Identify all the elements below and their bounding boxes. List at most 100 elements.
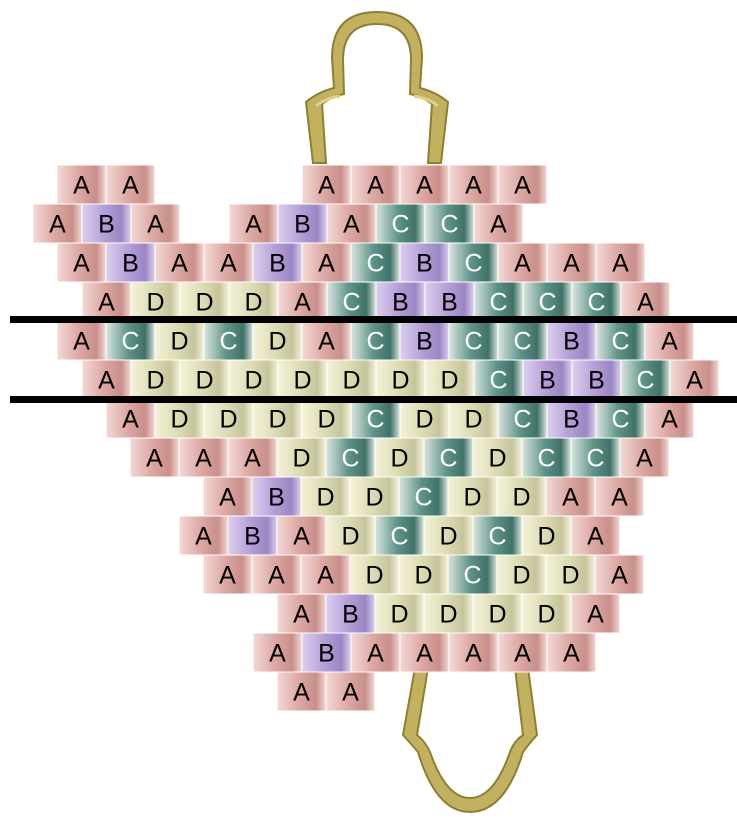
bead-d: D xyxy=(497,477,546,516)
bead-label: C xyxy=(464,250,482,278)
bead-label: B xyxy=(294,211,311,239)
bead-label: A xyxy=(73,328,90,356)
bead-label: A xyxy=(416,640,433,668)
bead-c: C xyxy=(473,516,522,555)
bead-c: C xyxy=(474,282,523,321)
bead-b: B xyxy=(547,399,596,438)
bead-d: D xyxy=(522,516,571,555)
bead-a: A xyxy=(327,204,376,243)
bead-a: A xyxy=(131,204,180,243)
bead-d: D xyxy=(155,399,204,438)
bead-c: C xyxy=(621,360,670,399)
bead-a: A xyxy=(278,282,327,321)
bead-c: C xyxy=(522,438,571,477)
bead-a: A xyxy=(301,555,350,594)
bead-label: D xyxy=(414,562,432,590)
bead-a: A xyxy=(546,477,595,516)
bead-label: C xyxy=(121,328,139,356)
bead-label: C xyxy=(611,406,629,434)
bead-d: D xyxy=(399,555,448,594)
bead-c: C xyxy=(498,399,547,438)
bead-d: D xyxy=(375,594,424,633)
bead-d: D xyxy=(253,399,302,438)
bead-label: D xyxy=(244,367,262,395)
bead-label: D xyxy=(390,445,408,473)
bead-b: B xyxy=(106,243,155,282)
bead-a: A xyxy=(277,672,326,711)
bead-a: A xyxy=(621,282,670,321)
bead-label: D xyxy=(293,367,311,395)
bead-label: D xyxy=(316,484,334,512)
bead-label: C xyxy=(611,328,629,356)
bead-label: D xyxy=(219,406,237,434)
bead-a: A xyxy=(229,204,278,243)
bead-label: D xyxy=(512,562,530,590)
bead-label: A xyxy=(219,562,236,590)
bead-label: D xyxy=(170,328,188,356)
bead-d: D xyxy=(229,282,278,321)
bead-b: B xyxy=(228,516,277,555)
bead-label: A xyxy=(220,250,237,278)
bead-c: C xyxy=(326,438,375,477)
bottom-clasp-loop xyxy=(403,668,537,812)
bead-c: C xyxy=(351,399,400,438)
bead-d: D xyxy=(301,477,350,516)
bead-label: A xyxy=(342,679,359,707)
bead-a: A xyxy=(302,165,351,204)
bead-d: D xyxy=(278,360,327,399)
bead-label: A xyxy=(514,250,531,278)
bead-c: C xyxy=(399,477,448,516)
bead-label: B xyxy=(318,640,335,668)
bead-c: C xyxy=(449,243,498,282)
bead-a: A xyxy=(203,477,252,516)
bead-a: A xyxy=(106,399,155,438)
bead-label: A xyxy=(637,289,654,317)
bead-label: A xyxy=(147,211,164,239)
bead-a: A xyxy=(130,438,179,477)
bead-d: D xyxy=(131,282,180,321)
bead-label: C xyxy=(219,328,237,356)
bead-a: A xyxy=(571,516,620,555)
bead-label: A xyxy=(636,445,653,473)
bead-label: A xyxy=(563,250,580,278)
bead-label: C xyxy=(463,562,481,590)
bead-label: A xyxy=(244,445,261,473)
guide-line-lower xyxy=(10,396,737,403)
bead-label: D xyxy=(146,289,164,317)
bead-c: C xyxy=(596,321,645,360)
bead-label: B xyxy=(268,484,285,512)
bead-label: D xyxy=(464,406,482,434)
bead-label: C xyxy=(464,328,482,356)
bead-label: A xyxy=(587,523,604,551)
bead-a: A xyxy=(326,672,375,711)
bead-a: A xyxy=(645,399,694,438)
bead-a: A xyxy=(474,204,523,243)
bead-a: A xyxy=(571,594,620,633)
bead-b: B xyxy=(253,243,302,282)
bead-label: A xyxy=(465,172,482,200)
bead-label: B xyxy=(269,250,286,278)
bead-b: B xyxy=(523,360,572,399)
bead-label: A xyxy=(293,523,310,551)
bead-c: C xyxy=(474,360,523,399)
bead-d: D xyxy=(229,360,278,399)
bead-label: A xyxy=(146,445,163,473)
bead-c: C xyxy=(596,399,645,438)
bead-d: D xyxy=(375,438,424,477)
bead-label: B xyxy=(441,289,458,317)
bead-label: A xyxy=(343,211,360,239)
bead-label: A xyxy=(611,562,628,590)
bead-b: B xyxy=(547,321,596,360)
bead-label: A xyxy=(416,172,433,200)
bead-label: D xyxy=(537,601,555,629)
bead-a: A xyxy=(595,555,644,594)
bead-b: B xyxy=(376,282,425,321)
bead-a: A xyxy=(595,477,644,516)
bead-label: A xyxy=(171,250,188,278)
bead-a: A xyxy=(400,633,449,672)
bead-label: D xyxy=(415,406,433,434)
bead-label: B xyxy=(122,250,139,278)
bead-label: B xyxy=(539,367,556,395)
